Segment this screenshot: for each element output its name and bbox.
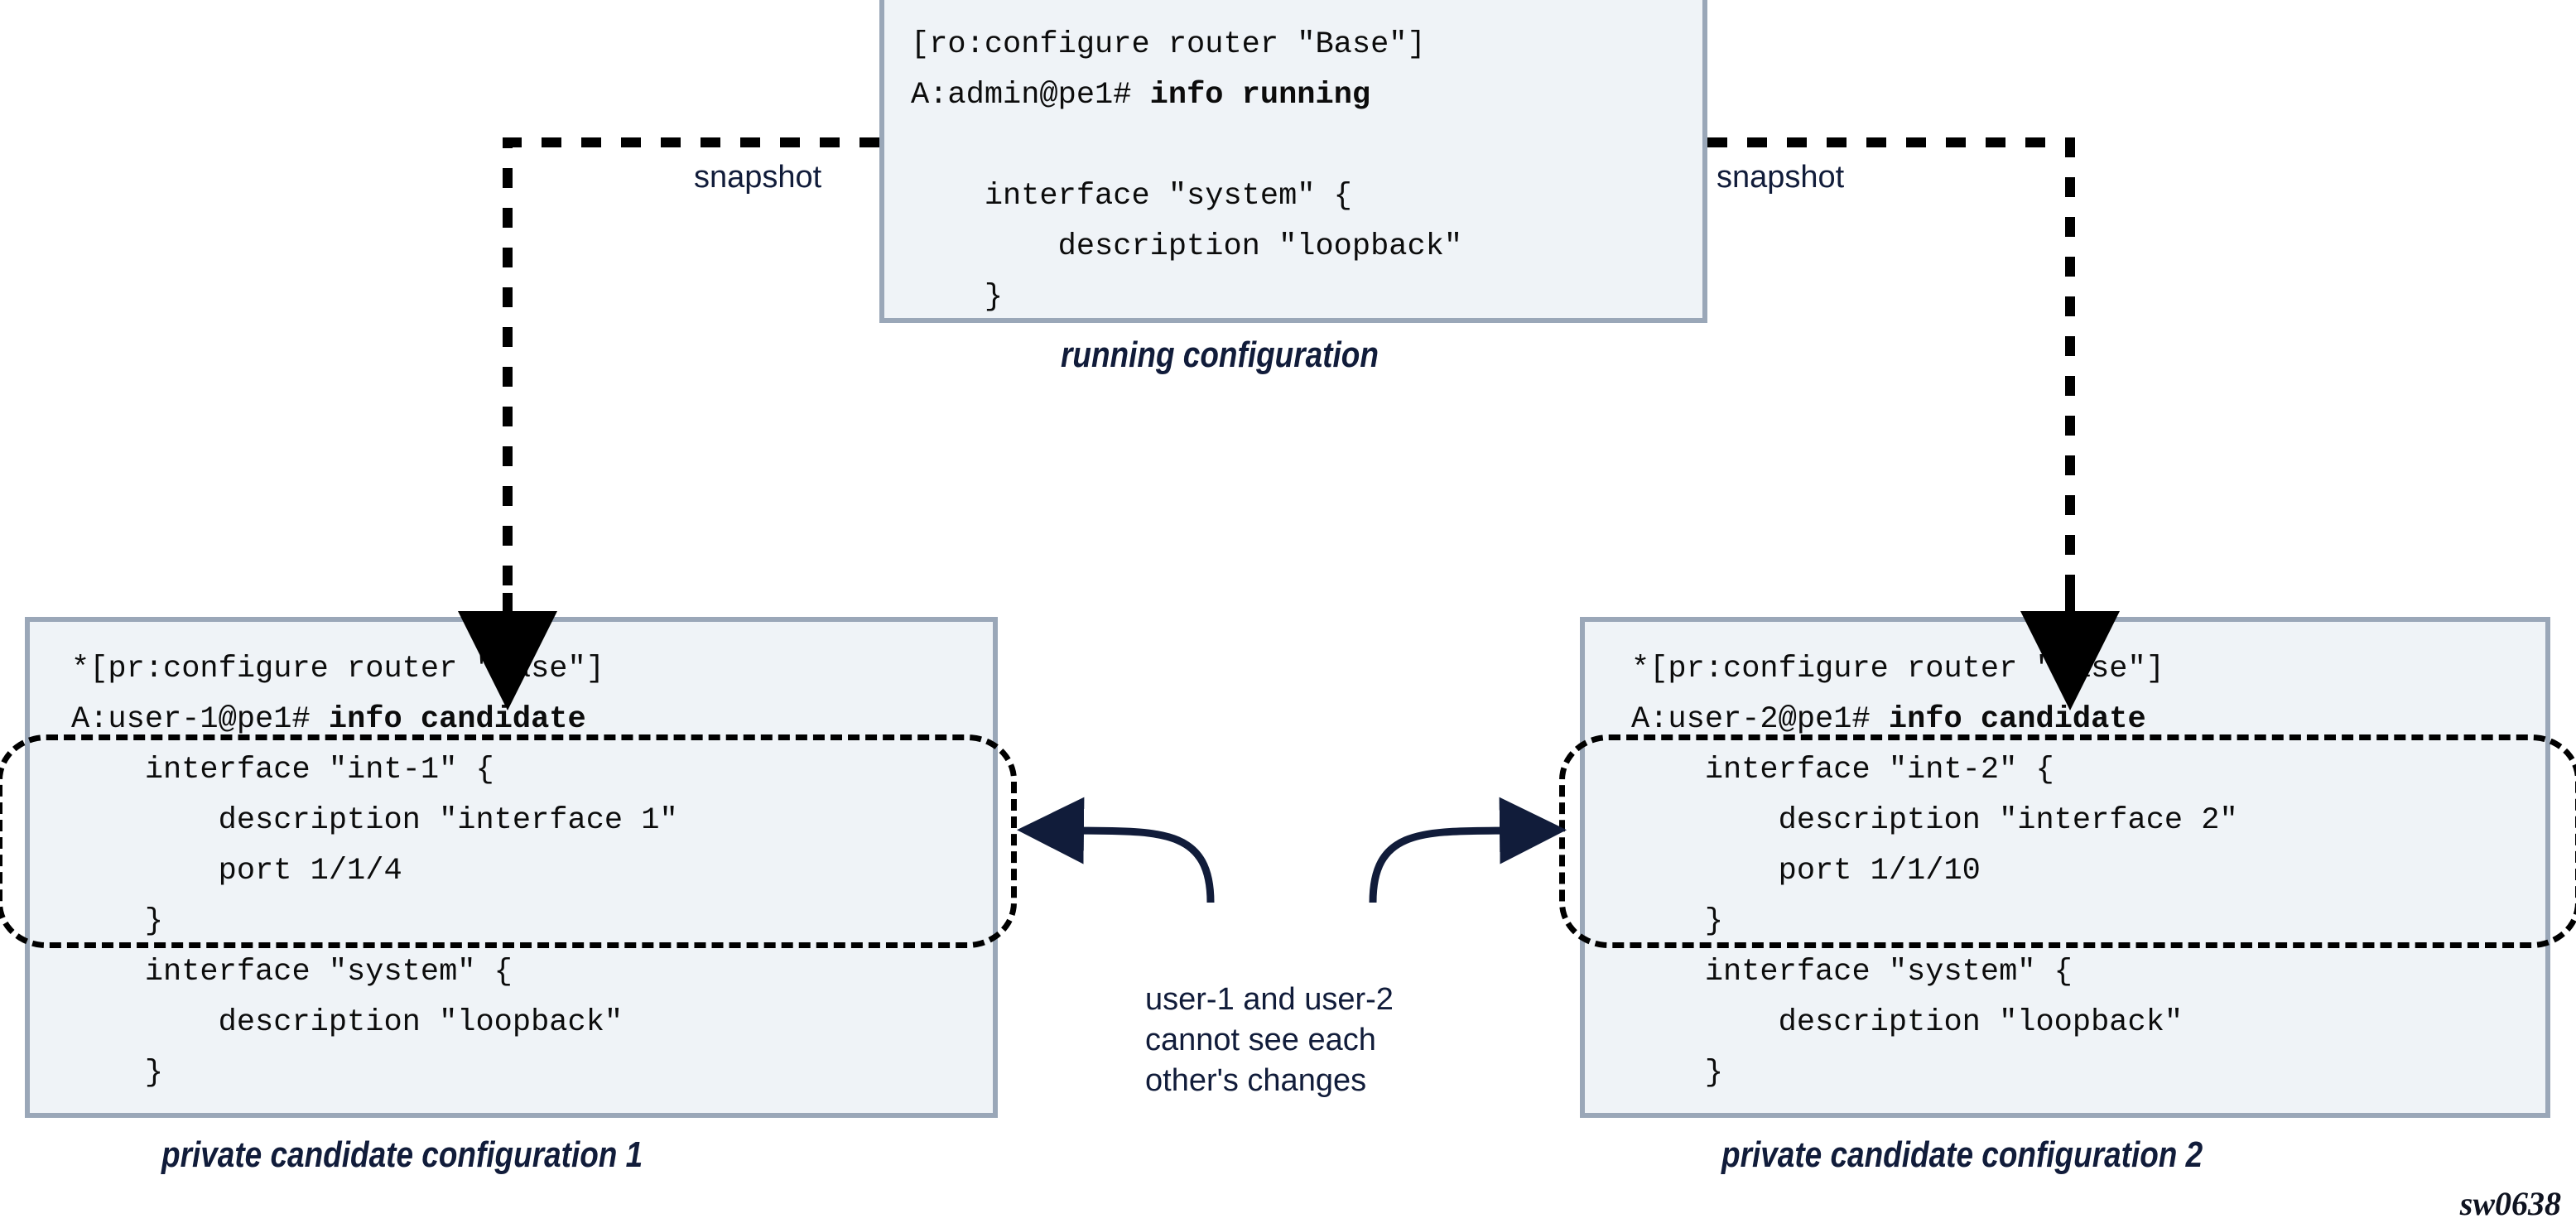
figure-id-watermark: sw0638 — [2459, 1185, 2561, 1222]
isolation-arrow-right — [1369, 797, 1567, 903]
running-config-line-1: [ro:configure router "Base"] — [911, 27, 1426, 62]
candidate-1-caption: private candidate configuration 1 — [161, 1134, 643, 1175]
candidate-1-command: info candidate — [328, 702, 586, 737]
candidate-2-change-highlight — [1559, 734, 2576, 948]
running-config-code: [ro:configure router "Base"] A:admin@pe1… — [911, 20, 1462, 323]
running-config-command: info running — [1149, 78, 1371, 113]
running-config-box: [ro:configure router "Base"] A:admin@pe1… — [879, 0, 1707, 323]
candidate-2-caption: private candidate configuration 2 — [1721, 1134, 2203, 1175]
candidate-2-body: interface "int-2" { description "interfa… — [1704, 753, 2238, 1091]
running-config-body: interface "system" { description "loopba… — [984, 179, 1463, 315]
running-config-prompt: A:admin@pe1# — [911, 78, 1150, 113]
snapshot-connector-left — [458, 137, 879, 710]
snapshot-label-right: snapshot — [1717, 160, 1845, 195]
isolation-note: user-1 and user-2 cannot see each other'… — [1145, 982, 1394, 1098]
candidate-1-change-highlight — [0, 734, 1017, 948]
candidate-2-line-1: *[pr:configure router "Base"] — [1631, 652, 2164, 686]
snapshot-connector-right — [1707, 137, 2120, 710]
running-config-caption: running configuration — [1061, 335, 1379, 375]
candidate-1-prompt: A:user-1@pe1# — [71, 702, 329, 737]
candidate-2-command: info candidate — [1888, 702, 2146, 737]
candidate-2-prompt: A:user-2@pe1# — [1631, 702, 1889, 737]
candidate-1-body: interface "int-1" { description "interfa… — [144, 753, 678, 1091]
candidate-1-line-1: *[pr:configure router "Base"] — [71, 652, 604, 686]
isolation-arrow-left — [1017, 797, 1215, 903]
snapshot-label-left: snapshot — [694, 160, 822, 195]
